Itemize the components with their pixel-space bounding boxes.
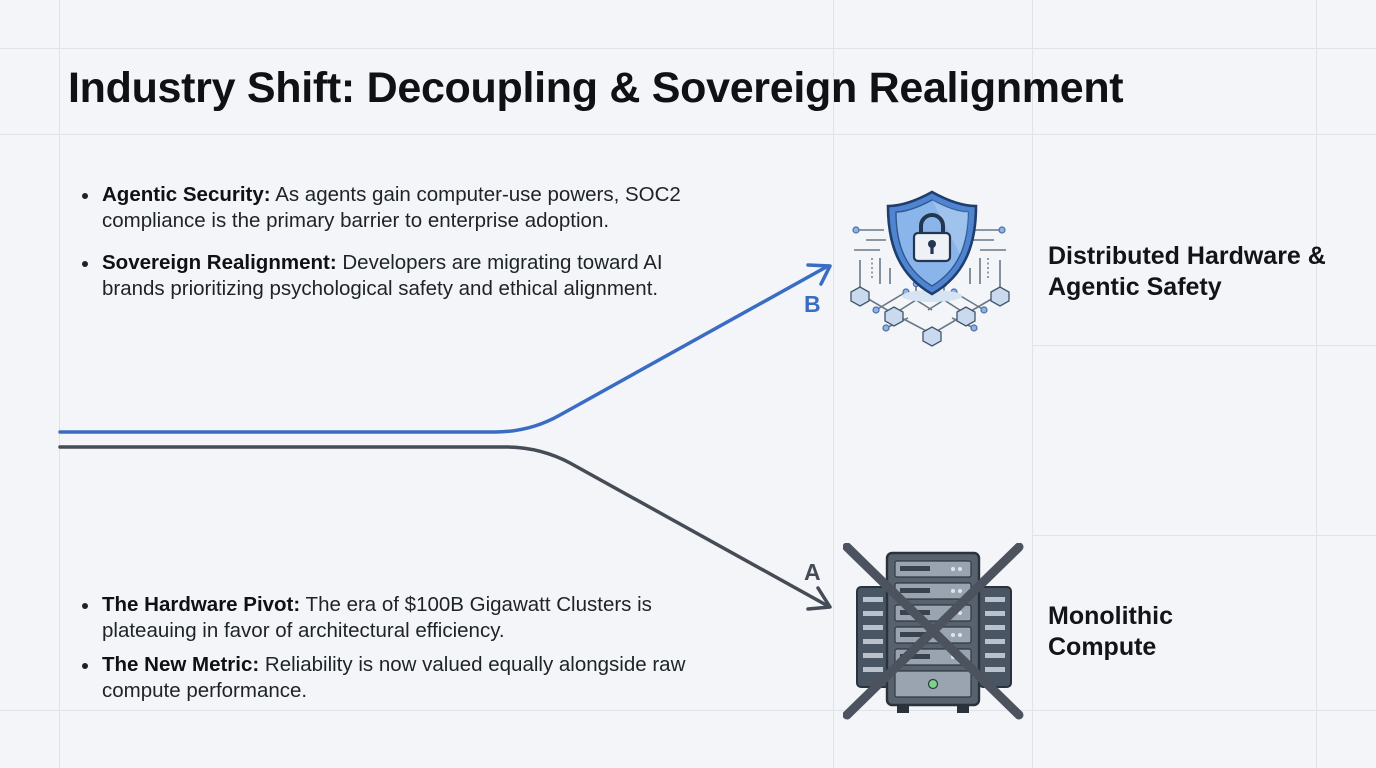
branch-b-arrowhead bbox=[806, 263, 832, 286]
branch-b-letter: B bbox=[804, 291, 821, 317]
branch-a-line bbox=[58, 445, 830, 608]
branch-b-line bbox=[58, 264, 830, 434]
bullet-agentic-security: Agentic Security: As agents gain compute… bbox=[82, 182, 722, 234]
bullet-sovereign-realignment: Sovereign Realignment: Developers are mi… bbox=[82, 250, 722, 302]
label-monolithic-compute: Monolithic Compute bbox=[1048, 602, 1173, 661]
label-distributed-hardware: Distributed Hardware & Agentic Safety bbox=[1048, 242, 1326, 301]
server-rack-crossed-icon bbox=[843, 543, 1024, 720]
bullet-hardware-pivot: The Hardware Pivot: The era of $100B Gig… bbox=[82, 592, 722, 644]
branch-a-arrowhead bbox=[806, 586, 832, 611]
branch-a-letter: A bbox=[804, 559, 821, 585]
bullet-new-metric: The New Metric: Reliability is now value… bbox=[82, 652, 722, 704]
security-shield-network-icon bbox=[850, 190, 1010, 347]
top-bullet-list: Agentic Security: As agents gain compute… bbox=[82, 182, 722, 318]
slide-title: Industry Shift: Decoupling & Sovereign R… bbox=[68, 64, 1124, 112]
bottom-bullet-list: The Hardware Pivot: The era of $100B Gig… bbox=[82, 592, 722, 712]
